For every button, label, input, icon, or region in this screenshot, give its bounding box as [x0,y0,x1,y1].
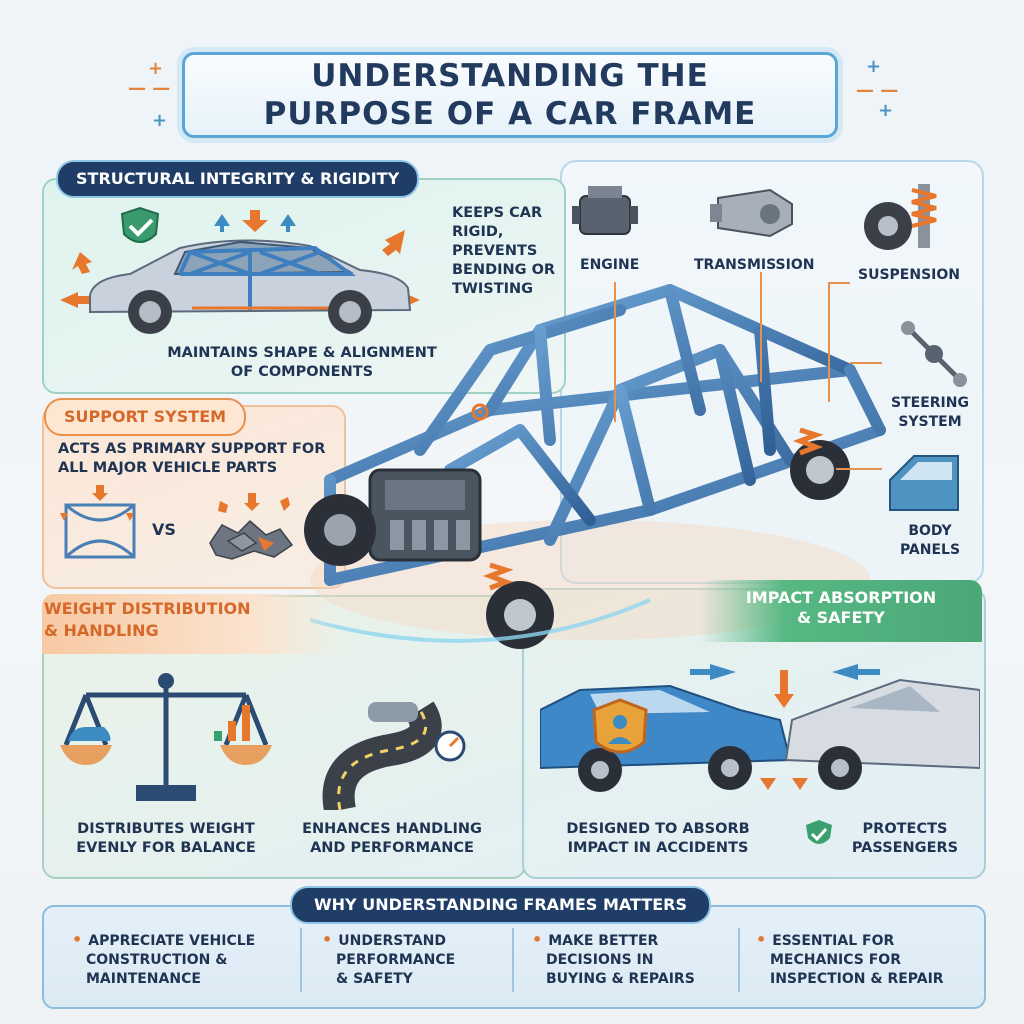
support-description: ACTS AS PRIMARY SUPPORT FOR ALL MAJOR VE… [58,441,326,476]
callout-line [760,272,762,382]
decor-plus: + [878,100,894,121]
transmission-label: TRANSMISSION [694,257,815,273]
collision-illustration [540,664,980,792]
why-header: WHY UNDERSTANDING FRAMES MATTERS [290,886,712,924]
weight-caption-left: DISTRIBUTES WEIGHT EVENLY FOR BALANCE [76,821,256,856]
support-header: SUPPORT SYSTEM [44,398,247,436]
decor-plus: + [866,56,882,77]
decor-dash: — — [128,78,171,99]
impact-caption-right: PROTECTS PASSENGERS [851,821,959,856]
vs-label: VS [152,520,176,539]
divider [512,928,514,992]
decor-dash: — — [856,80,899,101]
impact-caption-left: DESIGNED TO ABSORB IMPACT IN ACCIDENTS [566,821,750,856]
weight-header-bar [42,594,342,654]
decor-plus: + [152,110,168,131]
engine-label: ENGINE [580,257,640,273]
title-line-2: PURPOSE OF A CAR FRAME [263,96,757,132]
rigid-note: KEEPS CAR RIGID, PREVENTS BENDING OR TWI… [452,205,556,297]
decor-plus: + [148,58,164,79]
divider [738,928,740,992]
callout-line [828,282,850,284]
impact-header: IMPACT ABSORPTION & SAFETY [745,588,937,627]
title-banner: UNDERSTANDING THE PURPOSE OF A CAR FRAME [182,52,838,138]
divider [300,928,302,992]
body-panels-label: BODY PANELS [899,523,961,558]
balance-scale-icon [60,673,272,801]
why-item: •MAKE BETTER DECISIONS IN BUYING & REPAI… [532,930,695,987]
why-item: •APPRECIATE VEHICLE CONSTRUCTION & MAINT… [72,930,256,987]
shield-check-icon [120,206,160,243]
suspension-label: SUSPENSION [858,267,960,283]
callout-line [850,362,882,364]
why-item: •UNDERSTAND PERFORMANCE & SAFETY [322,930,456,987]
title-line-1: UNDERSTANDING THE [311,58,709,94]
support-comparison-illustration [60,485,294,560]
impact-header-bar: IMPACT ABSORPTION & SAFETY [700,580,982,642]
callout-line [836,468,882,470]
car-frame-illustration [304,284,886,649]
steering-label: STEERING SYSTEM [891,395,969,430]
weight-header: WEIGHT DISTRIBUTION & HANDLING [44,599,251,640]
rigid-car-illustration [60,206,420,334]
structural-caption: MAINTAINS SHAPE & ALIGNMENT OF COMPONENT… [167,345,437,380]
road-icon [322,701,466,810]
steering-icon [901,321,967,387]
transmission-icon [710,188,793,238]
callout-line [614,282,616,422]
engine-icon [572,186,638,235]
weight-caption-right: ENHANCES HANDLING AND PERFORMANCE [302,821,482,856]
structural-header: STRUCTURAL INTEGRITY & RIGIDITY [56,160,420,198]
check-shield-icon [806,820,832,844]
why-item: •ESSENTIAL FOR MECHANICS FOR INSPECTION … [756,930,944,987]
door-icon [889,455,959,511]
suspension-icon [864,184,937,250]
callout-line [828,282,830,402]
